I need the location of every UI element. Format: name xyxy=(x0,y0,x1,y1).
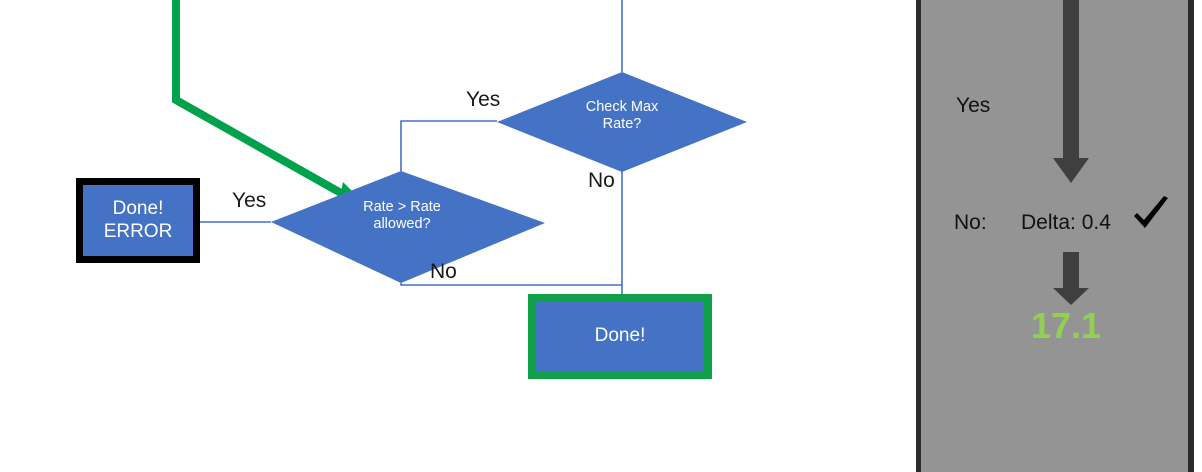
decision-rate-greater-than-allowed[interactable] xyxy=(271,171,545,283)
edge-label-no-from-check-max: No xyxy=(588,169,615,192)
decision-check-max-rate[interactable] xyxy=(497,72,747,172)
connector-check-max-yes xyxy=(400,120,497,171)
terminal-done-box[interactable]: Done! xyxy=(528,294,712,379)
down-arrow-long-icon xyxy=(1053,0,1089,183)
green-highlight-path xyxy=(172,0,366,206)
edge-label-yes-to-error: Yes xyxy=(232,189,267,212)
connector-rate-gt-no xyxy=(400,283,622,286)
right-gray-panel: Yes No: Delta: 0.4 17.1 xyxy=(916,0,1194,472)
panel-result-value: 17.1 xyxy=(1031,305,1102,346)
panel-delta-value: Delta: 0.4 xyxy=(1021,211,1111,234)
edge-label-no-from-rate-gt: No xyxy=(430,260,457,283)
panel-no-label: No: xyxy=(954,211,987,234)
terminal-done-error-box[interactable]: Done! ERROR xyxy=(76,178,200,263)
check-mark-icon xyxy=(1134,196,1168,228)
down-arrow-short-icon xyxy=(1053,252,1089,305)
panel-yes-label: Yes xyxy=(956,94,991,117)
panel-arrows xyxy=(1053,0,1089,305)
edge-label-yes-from-check-max: Yes xyxy=(466,88,501,111)
